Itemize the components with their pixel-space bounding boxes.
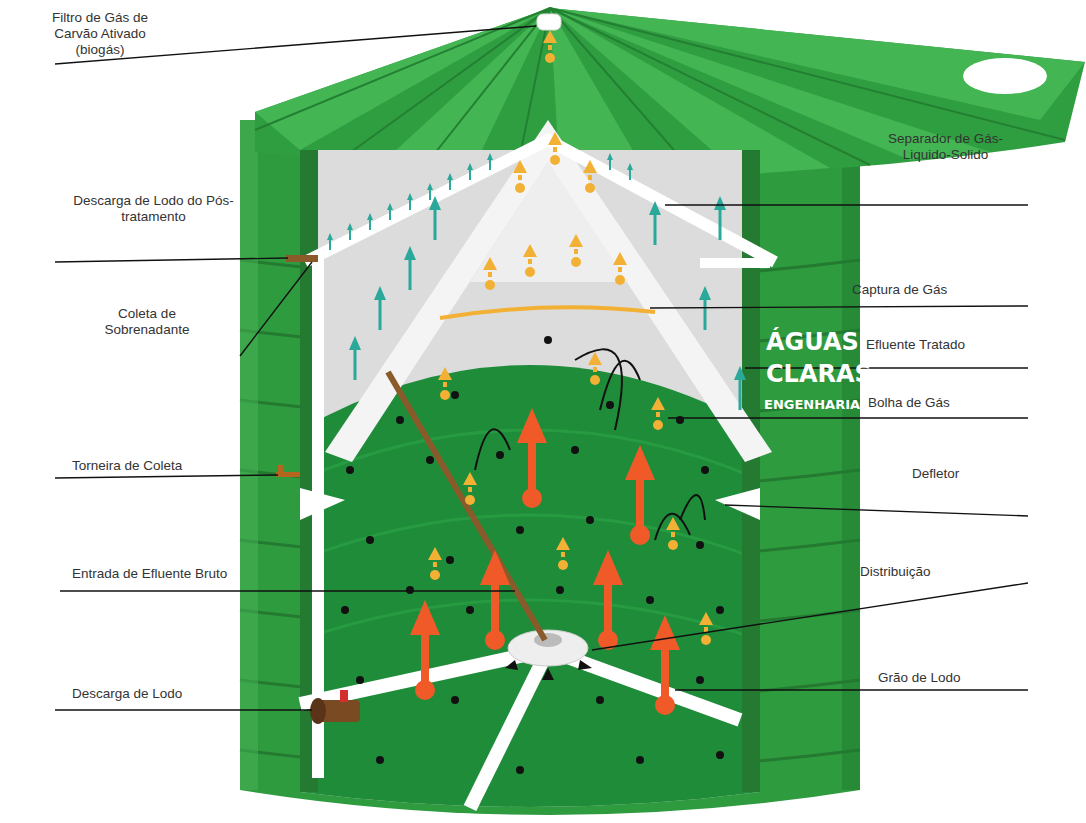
- callout-label: Torneira de Coleta: [72, 458, 242, 474]
- logo-text: CLARAS: [766, 362, 872, 386]
- callout-label: Bolha de Gás: [868, 395, 998, 411]
- callout-label: Efluente Tratado: [866, 337, 1016, 353]
- callout-label: Descarga de Lodo do Pós-tratamento: [66, 193, 241, 225]
- callout-label: Separador de Gás-Liquido-Solido: [868, 131, 1023, 163]
- logo-text: ÁGUAS: [766, 330, 859, 354]
- logo-text: ENGENHARIA: [764, 398, 860, 411]
- callout-label: Filtro de Gás de Carvão Ativado (biogás): [45, 10, 155, 58]
- callout-label: Distribuição: [860, 564, 990, 580]
- callout-label: Captura de Gás: [852, 282, 1002, 298]
- callout-label: Grão de Lodo: [878, 670, 1008, 686]
- callout-label: Entrada de Efluente Bruto: [72, 566, 352, 582]
- callout-label: Coleta de Sobrenadante: [92, 306, 202, 338]
- callout-label: Descarga de Lodo: [72, 686, 222, 702]
- callout-label: Defletor: [912, 466, 1012, 482]
